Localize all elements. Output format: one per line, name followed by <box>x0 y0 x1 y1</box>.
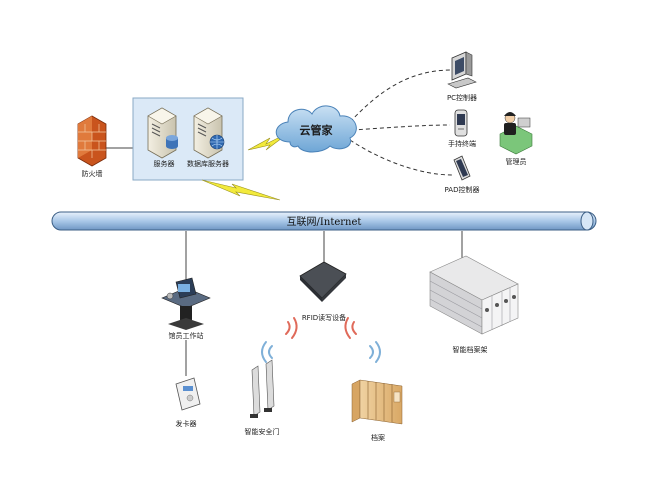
cloud-label: 云管家 <box>300 123 334 137</box>
connection-lines <box>106 147 463 376</box>
lightning-icon-2 <box>201 179 281 201</box>
firewall-label: 防火墙 <box>82 169 103 178</box>
pc-controller-label: PC控制器 <box>447 93 477 102</box>
server-group: 服务器 数据库服务器 <box>132 97 244 181</box>
smart-rack-node: 智能档案架 <box>429 255 519 354</box>
workstation-label: 馆员工作站 <box>169 331 204 340</box>
rfid-wave-right <box>344 317 381 363</box>
admin-label: 管理员 <box>506 157 527 166</box>
tablet-icon <box>453 155 471 181</box>
archives-node: 档案 <box>351 379 403 442</box>
security-gate-node: 智能安全门 <box>245 359 280 436</box>
kiosk-workstation-icon <box>161 277 211 330</box>
cloud-node: 云管家 <box>275 105 357 153</box>
person-at-desk-icon <box>499 112 533 155</box>
handheld-node: 手持终端 <box>448 109 476 148</box>
cloud-icon <box>275 105 357 153</box>
firewall-node: 防火墙 <box>77 115 107 178</box>
card-issuer-label: 发卡器 <box>176 419 197 428</box>
pad-controller-node: PAD控制器 <box>445 155 480 194</box>
bus-label: 互联网/Internet <box>287 216 362 228</box>
admin-node: 管理员 <box>499 112 533 166</box>
pc-controller-node: PC控制器 <box>447 51 477 102</box>
card-issuer-node: 发卡器 <box>175 377 201 428</box>
server-tower-icon <box>147 107 178 159</box>
archives-label: 档案 <box>371 433 385 442</box>
workstation-node: 馆员工作站 <box>161 277 211 340</box>
smart-rack-label: 智能档案架 <box>453 345 488 354</box>
mobile-shelving-icon <box>429 255 519 335</box>
security-gate-icon <box>250 359 275 418</box>
database-server-icon <box>193 107 225 159</box>
rfid-reader-icon <box>299 261 347 302</box>
rfid-device-label: RFID读写设备 <box>302 313 346 322</box>
rfid-device-node: RFID读写设备 <box>299 261 347 322</box>
card-reader-icon <box>175 377 201 411</box>
dashed-links <box>349 69 453 176</box>
security-gate-label: 智能安全门 <box>245 427 280 436</box>
db-server-label: 数据库服务器 <box>187 159 229 168</box>
handheld-label: 手持终端 <box>448 139 476 148</box>
archive-boxes-icon <box>351 379 403 425</box>
internet-bus: 互联网/Internet <box>51 211 597 231</box>
rfid-wave-left <box>261 317 298 363</box>
pad-controller-label: PAD控制器 <box>445 185 480 194</box>
server-label: 服务器 <box>154 159 175 168</box>
brick-wall-icon <box>77 115 107 167</box>
handheld-terminal-icon <box>454 109 468 137</box>
desktop-computer-icon <box>447 51 477 89</box>
